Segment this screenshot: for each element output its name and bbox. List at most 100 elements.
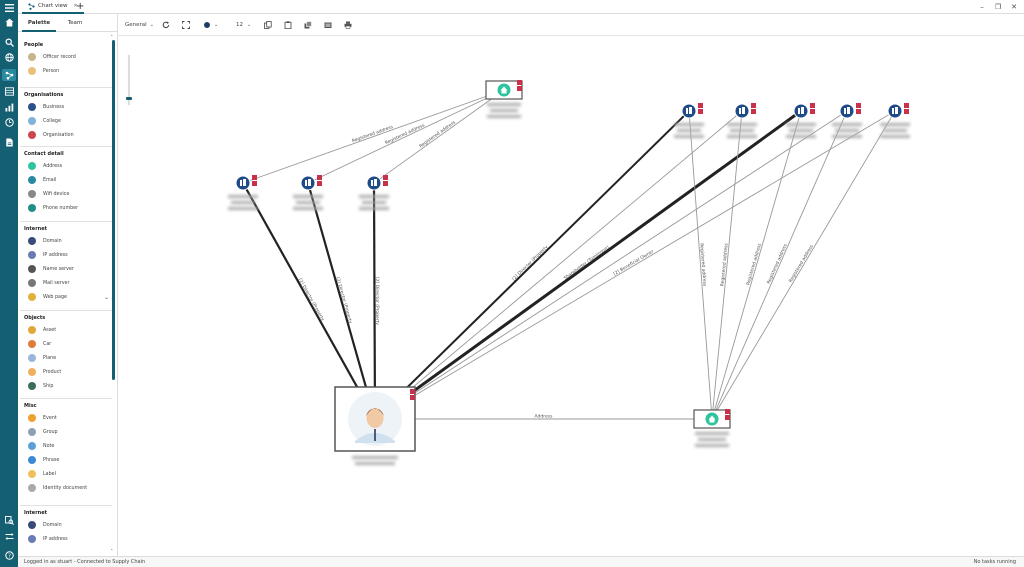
- new-tab-button[interactable]: +: [76, 1, 85, 12]
- zoom-slider-handle[interactable]: [126, 97, 132, 100]
- scroll-up-icon[interactable]: ⌃: [110, 34, 114, 39]
- palette-item[interactable]: Plane: [28, 354, 56, 362]
- palette-item[interactable]: Organisation: [28, 131, 74, 139]
- edge-label: Registered address: [418, 119, 457, 149]
- copy-icon[interactable]: [264, 20, 272, 30]
- edge-line[interactable]: [711, 110, 896, 420]
- home-icon[interactable]: [2, 16, 16, 28]
- zoom-slider[interactable]: [126, 55, 132, 105]
- minimize-icon[interactable]: –: [980, 3, 984, 11]
- edge-line[interactable]: [374, 110, 690, 420]
- font-size-select[interactable]: 12⌄: [236, 20, 251, 30]
- palette-item-label: Asset: [43, 327, 57, 333]
- palette-item[interactable]: Domain: [28, 237, 62, 245]
- tab-close-icon[interactable]: ✕: [73, 3, 78, 9]
- palette-item[interactable]: IP address: [28, 535, 68, 543]
- chart-view-icon[interactable]: [2, 69, 16, 81]
- edge-line[interactable]: [307, 89, 505, 184]
- snapshot-icon[interactable]: [324, 20, 332, 30]
- edge-line[interactable]: [242, 182, 376, 420]
- tab-palette[interactable]: Palette: [22, 14, 56, 32]
- report-icon[interactable]: [2, 136, 16, 148]
- edge-line[interactable]: [711, 110, 802, 420]
- palette-item[interactable]: Group: [28, 428, 58, 436]
- layout-select[interactable]: General⌄: [125, 20, 154, 30]
- palette-item[interactable]: Officer record: [28, 53, 76, 61]
- edge-line[interactable]: [374, 110, 743, 420]
- connections-icon[interactable]: [2, 530, 16, 542]
- building-icon: [844, 108, 846, 114]
- palette-item[interactable]: Wifi device: [28, 190, 69, 198]
- tab-team[interactable]: Team: [67, 20, 83, 26]
- palette-item[interactable]: Address: [28, 162, 62, 170]
- alert-badge-icon: [904, 109, 909, 114]
- edge-line[interactable]: [374, 109, 802, 421]
- help-icon[interactable]: ?: [2, 549, 16, 561]
- palette-item[interactable]: Event: [28, 414, 57, 422]
- palette-item-label: Address: [43, 163, 63, 169]
- palette-item[interactable]: Phone number: [28, 204, 78, 212]
- edge-label: [2] Director (Property: [511, 244, 550, 282]
- refresh-icon[interactable]: [162, 20, 170, 30]
- redacted-label: [677, 129, 701, 132]
- redacted-label: [880, 135, 910, 138]
- palette-item[interactable]: Phrase: [28, 456, 59, 464]
- palette-item[interactable]: Person: [28, 67, 59, 75]
- tab-chart-view[interactable]: Chart view ✕: [22, 0, 84, 14]
- redacted-label: [727, 123, 757, 126]
- palette-item[interactable]: Email: [28, 176, 56, 184]
- palette-item[interactable]: Asset: [28, 326, 56, 334]
- edge-line[interactable]: [374, 110, 896, 420]
- redacted-label: [293, 195, 323, 198]
- palette-item-icon: [28, 190, 36, 198]
- redacted-label: [296, 201, 320, 204]
- edge-line[interactable]: [711, 110, 848, 420]
- inspect-icon[interactable]: [2, 514, 16, 526]
- palette-expand-icon[interactable]: ⌄: [104, 294, 110, 301]
- edge-label: [2] Director (Property: [334, 276, 353, 324]
- palette-scrollbar[interactable]: [112, 40, 115, 380]
- edge-line[interactable]: [374, 110, 848, 420]
- palette-item[interactable]: IP address: [28, 251, 68, 259]
- redacted-label: [695, 432, 729, 435]
- globe-icon[interactable]: [2, 51, 16, 63]
- analytics-icon[interactable]: [2, 101, 16, 113]
- palette-item[interactable]: Ship: [28, 382, 53, 390]
- edge-line[interactable]: [373, 89, 505, 184]
- edge-line[interactable]: [306, 182, 377, 420]
- edge-line[interactable]: [372, 182, 377, 420]
- palette-item[interactable]: Domain: [28, 521, 62, 529]
- layout-select-value: General: [125, 22, 147, 28]
- edge-line[interactable]: [688, 110, 713, 420]
- menu-icon[interactable]: [2, 2, 16, 14]
- palette-item[interactable]: Mail server: [28, 279, 69, 287]
- close-window-icon[interactable]: ✕: [1011, 3, 1017, 11]
- palette-item[interactable]: College: [28, 117, 61, 125]
- palette-item[interactable]: Note: [28, 442, 54, 450]
- edge-line[interactable]: [711, 110, 743, 420]
- palette-item[interactable]: Label: [28, 470, 56, 478]
- palette-item[interactable]: Identity document: [28, 484, 87, 492]
- table-icon[interactable]: [2, 85, 16, 97]
- palette-item[interactable]: Product: [28, 368, 61, 376]
- edge-line[interactable]: [242, 89, 505, 184]
- palette-item[interactable]: Business: [28, 103, 64, 111]
- palette-divider: [20, 398, 112, 399]
- edge-label: Address: [535, 414, 554, 420]
- palette-item-icon: [28, 67, 36, 75]
- palette-item[interactable]: Name server: [28, 265, 74, 273]
- timeline-icon[interactable]: [2, 116, 16, 128]
- palette-item[interactable]: Web page: [28, 293, 67, 301]
- redacted-label: [727, 135, 757, 138]
- restore-icon[interactable]: ❐: [994, 3, 1002, 11]
- search-icon[interactable]: [2, 36, 16, 48]
- layers-icon[interactable]: [304, 20, 312, 30]
- print-icon[interactable]: [344, 20, 352, 30]
- fit-view-icon[interactable]: [182, 20, 190, 30]
- palette-item[interactable]: Car: [28, 340, 51, 348]
- paste-icon[interactable]: [284, 20, 292, 30]
- scroll-down-icon[interactable]: ⌄: [110, 546, 114, 551]
- node-color-select[interactable]: ⌄: [204, 20, 218, 30]
